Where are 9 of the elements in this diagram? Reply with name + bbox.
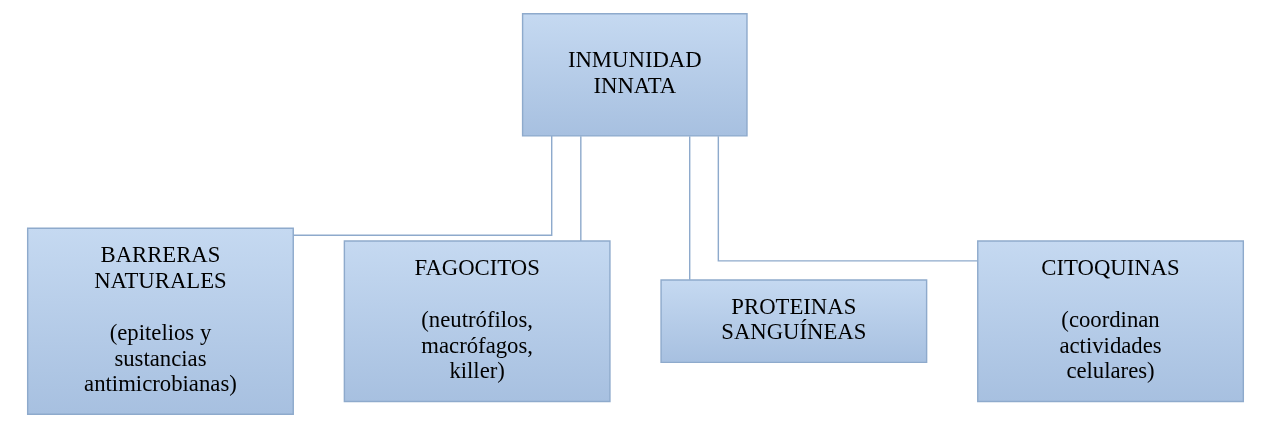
node-box: PROTEINAS SANGUÍNEAS: [660, 279, 928, 364]
node-box: FAGOCITOS (neutrófilos, macrófagos, killer): [343, 240, 611, 403]
connector: [717, 135, 978, 262]
node-box: INMUNIDAD INNATA: [521, 13, 748, 137]
node-box: CITOQUINAS (coordinan actividades celulares): [977, 240, 1245, 403]
connector: [689, 135, 691, 281]
connector: [292, 135, 553, 236]
connector: [580, 135, 582, 242]
node-box: BARRERAS NATURALES (epitelios y sustancias antimicrobianas): [26, 227, 294, 415]
